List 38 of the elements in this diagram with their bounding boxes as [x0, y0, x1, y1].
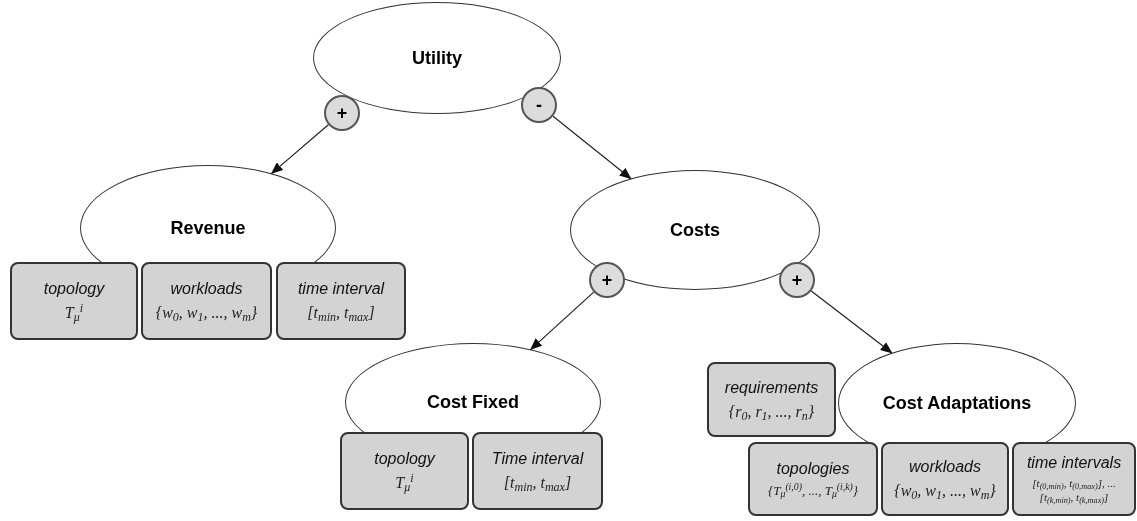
- formula: [t$_{min}$, t$_{max}$]: [307, 303, 375, 323]
- formula: [t$_{(0,min)}$, t$_{(0,max)}$], ... [t$_{(k,min)}$, t$_{(k,max)}$]: [1031, 477, 1117, 505]
- attribute-name: requirements: [724, 377, 819, 398]
- attribute-box: [276, 262, 406, 340]
- sign-symbol: +: [791, 271, 803, 289]
- attribute-box: [881, 442, 1009, 516]
- node-title: Cost Fixed: [427, 390, 519, 414]
- attribute-name: workloads: [909, 457, 981, 477]
- attribute-name: topology: [374, 449, 435, 469]
- attribute-box: [748, 442, 878, 516]
- attribute-name: time intervals: [1026, 453, 1122, 474]
- attribute-box: [340, 432, 469, 510]
- formula: {w$_{0}$, w$_{1}$, ..., w$_{m}$}: [894, 481, 996, 501]
- attribute-name: workloads: [170, 279, 243, 299]
- formula: {r$_{0}$, r$_{1}$, ..., r$_{n}$}: [728, 401, 815, 422]
- formula: [t$_{min}$, t$_{max}$]: [503, 473, 572, 493]
- sign-symbol: +: [336, 104, 348, 122]
- attribute-name: time interval: [297, 279, 385, 299]
- arrow: [552, 115, 632, 180]
- attribute-box: [1012, 442, 1136, 516]
- formula: {T$_{μ}$$^{(i,0)}$, ..., T$_{μ}$$^{(i,k)}$}: [768, 482, 858, 500]
- arrow: [530, 291, 595, 351]
- arrow: [810, 290, 893, 354]
- node-title: Cost Adaptations: [882, 391, 1032, 415]
- sign-symbol: +: [601, 271, 613, 289]
- attribute-name: Time interval: [491, 449, 584, 469]
- attribute-box: [707, 362, 836, 437]
- attribute-box: [472, 432, 603, 510]
- attribute-box: [10, 262, 138, 340]
- attribute-box: [141, 262, 272, 340]
- sign-symbol: -: [536, 96, 542, 114]
- attribute-name: topology: [43, 279, 105, 299]
- node-title: Costs: [670, 218, 720, 242]
- node-title: Revenue: [170, 216, 246, 240]
- arrow: [270, 124, 329, 174]
- formula: {w$_{0}$, w$_{1}$, ..., w$_{m}$}: [155, 303, 258, 323]
- node-title: Utility: [412, 46, 462, 70]
- attribute-name: topologies: [776, 458, 850, 479]
